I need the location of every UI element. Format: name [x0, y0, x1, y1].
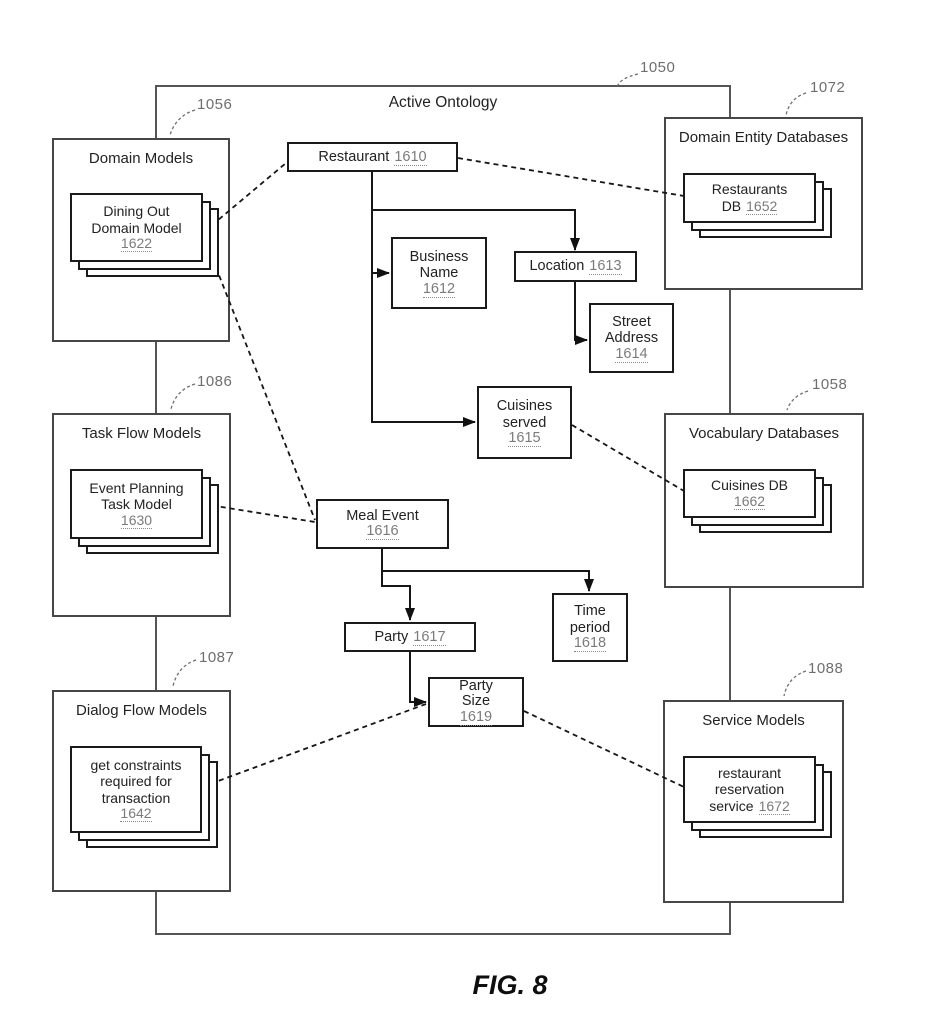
- node-label: period: [569, 619, 611, 636]
- node-label: Address: [604, 330, 659, 346]
- card-text: required for: [100, 773, 172, 790]
- cuisines-served-node: Cuisines served 1615: [477, 386, 572, 459]
- card-text: Restaurants: [711, 181, 788, 198]
- meal-event-node: Meal Event 1616: [316, 499, 449, 549]
- dialog-flow-models-title: Dialog Flow Models: [76, 702, 207, 719]
- business-name-node: Business Name 1612: [391, 237, 487, 309]
- node-ref: 1618: [573, 635, 607, 652]
- leader-1056: [169, 109, 196, 136]
- node-ref: 1616: [366, 523, 399, 541]
- get-constraints-card: get constraints required for transaction…: [70, 746, 218, 848]
- ref-label-1086: 1086: [197, 373, 233, 390]
- card-text: get constraints: [90, 756, 182, 773]
- time-period-node: Time period 1618: [552, 593, 628, 662]
- street-address-node: Street Address 1614: [589, 303, 674, 373]
- node-ref: 1617: [413, 628, 446, 646]
- party-size-node: Party Size 1619: [428, 677, 524, 727]
- node-label: Cuisines: [496, 398, 553, 414]
- card-text: Cuisines DB: [710, 477, 789, 494]
- domain-entity-databases-title: Domain Entity Databases: [678, 129, 849, 146]
- node-label: Size: [461, 693, 491, 709]
- node-label: Restaurant: [318, 148, 390, 165]
- figure-caption: FIG. 8: [472, 970, 548, 1000]
- ref-label-1050: 1050: [640, 59, 676, 76]
- card-text: transaction: [101, 789, 171, 806]
- card-text: reservation: [714, 781, 785, 797]
- card-ref: 1622: [120, 235, 153, 252]
- leader-1087: [172, 659, 197, 687]
- cuisines-db-card: Cuisines DB 1662: [683, 469, 832, 533]
- card-text: Dining Out: [103, 203, 170, 219]
- card-face: Cuisines DB 1662: [683, 469, 816, 518]
- card-text: Domain Model: [91, 219, 182, 236]
- card-ref: 1662: [733, 492, 766, 510]
- leader-1050: [616, 73, 639, 88]
- node-label: Location: [529, 258, 585, 274]
- node-ref: 1614: [615, 345, 648, 363]
- card-face: Dining Out Domain Model 1622: [70, 193, 203, 262]
- card-ref: 1652: [746, 197, 778, 215]
- ref-label-1087: 1087: [199, 649, 235, 666]
- active-ontology-title: Active Ontology: [388, 94, 498, 111]
- card-text: restaurant: [717, 764, 782, 781]
- ref-label-1058: 1058: [812, 376, 848, 393]
- task-flow-models-title: Task Flow Models: [81, 425, 202, 442]
- leader-1072: [785, 92, 807, 116]
- ref-label-1056: 1056: [197, 96, 233, 113]
- node-ref: 1612: [422, 280, 456, 298]
- domain-models-title: Domain Models: [88, 150, 194, 167]
- node-ref: 1613: [589, 258, 622, 275]
- card-ref: 1630: [120, 511, 153, 529]
- card-face: Event Planning Task Model 1630: [70, 469, 203, 539]
- vocabulary-databases-title: Vocabulary Databases: [688, 425, 840, 442]
- node-label: Meal Event: [346, 507, 419, 524]
- card-face: get constraints required for transaction…: [70, 746, 202, 833]
- event-planning-task-model-card: Event Planning Task Model 1630: [70, 469, 219, 554]
- node-label: served: [502, 414, 547, 431]
- node-label: Name: [419, 265, 459, 281]
- node-ref: 1615: [508, 430, 541, 447]
- dining-out-domain-model-card: Dining Out Domain Model 1622: [70, 193, 219, 277]
- node-label: Party: [374, 628, 409, 645]
- leader-1086: [170, 383, 196, 410]
- node-ref: 1610: [394, 148, 427, 166]
- card-ref: 1672: [758, 797, 790, 815]
- service-models-title: Service Models: [702, 712, 805, 729]
- card-text: Event Planning: [89, 479, 184, 496]
- leader-1058: [786, 390, 809, 411]
- ref-label-1088: 1088: [808, 660, 844, 677]
- ref-label-1072: 1072: [810, 79, 846, 96]
- node-ref: 1619: [459, 708, 493, 726]
- card-text: Task Model: [101, 496, 172, 512]
- card-ref: 1642: [120, 805, 152, 823]
- node-label: Business: [409, 248, 469, 265]
- leader-1088: [783, 670, 807, 697]
- node-label: Party: [459, 677, 493, 694]
- node-label: Time: [574, 603, 606, 619]
- node-label: Street: [612, 313, 651, 330]
